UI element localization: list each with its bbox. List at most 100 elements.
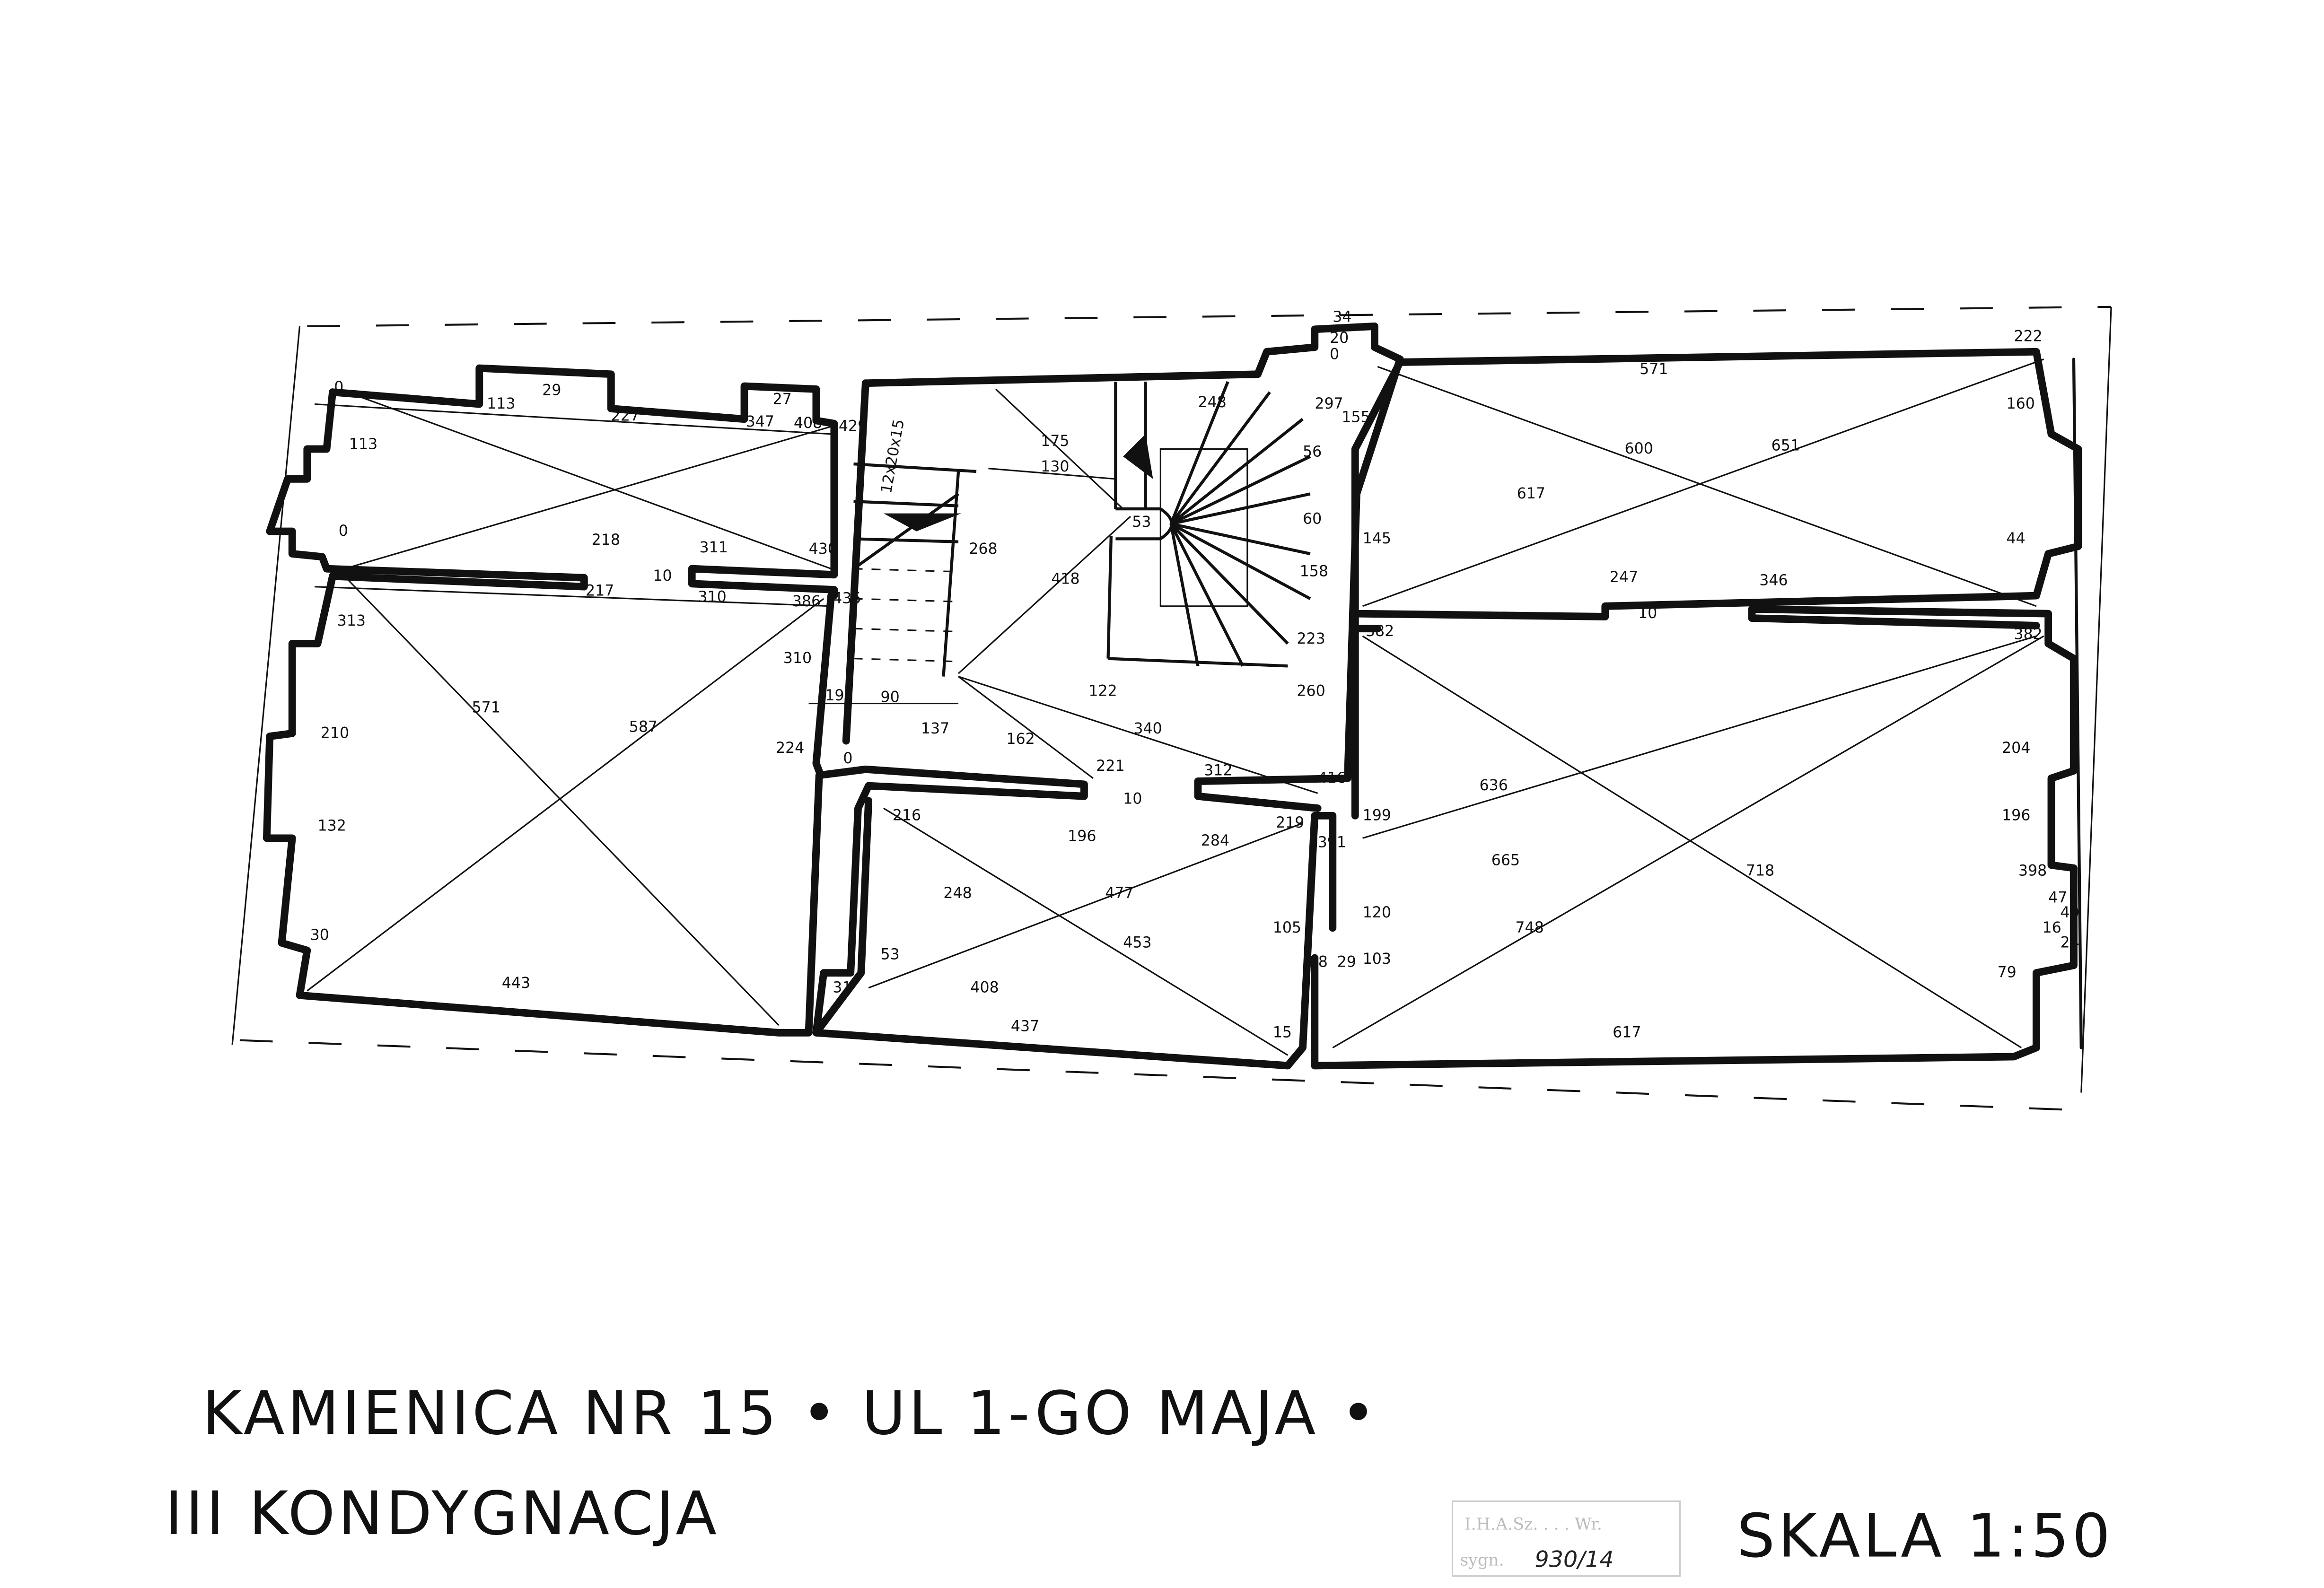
dim-label: 398 xyxy=(2018,862,2047,879)
dim-label: 10 xyxy=(653,567,672,585)
dim-label: 204 xyxy=(2002,740,2030,757)
dim-label: 311 xyxy=(700,539,728,556)
measurement-lines xyxy=(307,358,2044,1056)
dim-label: 10 xyxy=(1123,791,1142,808)
dim-label: 382 xyxy=(1366,623,1394,640)
dim-label: 346 xyxy=(1759,572,1788,589)
dim-label: 248 xyxy=(1198,394,1226,411)
dim-label: 443 xyxy=(502,975,530,992)
dim-label: 137 xyxy=(921,720,949,737)
dim-label: 53 xyxy=(1132,514,1151,531)
dim-label: 651 xyxy=(1772,437,1800,454)
dim-label: 0 xyxy=(339,523,348,540)
dim-label: 20 xyxy=(1330,330,1349,347)
dim-label: 10 xyxy=(1638,605,1657,622)
dim-label: 429 xyxy=(839,418,867,435)
dim-label: 120 xyxy=(1363,904,1391,921)
dim-label: 56 xyxy=(1303,443,1322,460)
dim-label: 19 xyxy=(825,687,844,704)
dim-label: 435 xyxy=(833,590,861,607)
dim-label: 16 xyxy=(2042,919,2061,936)
dim-label: 636 xyxy=(1479,777,1508,794)
dim-label: 15 xyxy=(1273,1024,1292,1041)
dim-label: 430 xyxy=(809,541,837,558)
staircase xyxy=(852,381,1311,677)
dim-label: 0 xyxy=(1330,346,1339,363)
dim-label: 617 xyxy=(1613,1024,1641,1041)
dim-label: 40 xyxy=(2060,904,2079,921)
dim-label: 113 xyxy=(487,395,515,412)
dim-label: 416 xyxy=(1318,769,1346,786)
dim-label: 221 xyxy=(1096,758,1124,775)
dim-label: 718 xyxy=(1746,862,1774,879)
dim-label: 113 xyxy=(349,436,377,453)
title-line-1: KAMIENICA NR 15 • UL 1-GO MAJA • xyxy=(202,1378,1379,1448)
dim-label: 60 xyxy=(1303,511,1322,528)
stamp-sygn-label: sygn. xyxy=(1460,1551,1504,1570)
dim-label: 122 xyxy=(1088,683,1117,700)
title-block: KAMIENICA NR 15 • UL 1-GO MAJA • III KON… xyxy=(165,1378,2114,1571)
dim-label: 587 xyxy=(629,719,658,736)
dim-label: 386 xyxy=(792,593,821,610)
dim-label: 47 xyxy=(2048,889,2067,906)
dim-label: 79 xyxy=(1998,964,2017,981)
stair-spec-label: 12x20x15 xyxy=(878,418,908,495)
dim-label: 103 xyxy=(1363,951,1391,968)
dim-label: 347 xyxy=(746,413,774,430)
dim-label: 31 xyxy=(833,979,851,996)
dim-label: 160 xyxy=(2007,395,2035,412)
dim-label: 418 xyxy=(1051,570,1079,587)
dim-label: 748 xyxy=(1515,919,1543,936)
dim-label: 453 xyxy=(1123,934,1151,951)
dim-label: 216 xyxy=(893,807,921,824)
dim-label: 391 xyxy=(1318,834,1346,851)
dim-label: 196 xyxy=(1068,828,1096,845)
dim-label: 24 xyxy=(2060,934,2079,951)
walls xyxy=(263,323,2083,1070)
dim-label: 44 xyxy=(2007,530,2026,547)
dim-label: 27 xyxy=(773,391,792,408)
dim-label: 53 xyxy=(880,946,899,963)
dim-label: 210 xyxy=(321,724,349,742)
dim-label: 105 xyxy=(1273,919,1301,936)
dim-label: 0 xyxy=(843,750,852,767)
dim-label: 313 xyxy=(337,612,366,629)
dim-label: 0 xyxy=(334,379,343,396)
dim-label: 219 xyxy=(1276,814,1304,831)
dim-label: 145 xyxy=(1363,530,1391,547)
dim-label: 162 xyxy=(1006,731,1035,748)
dim-label: 223 xyxy=(1297,630,1325,647)
dim-label: 158 xyxy=(1300,563,1328,580)
dim-label: 227 xyxy=(611,407,640,424)
dim-label: 132 xyxy=(317,818,346,835)
dim-label: 297 xyxy=(1315,395,1343,412)
dim-label: 130 xyxy=(1041,458,1069,475)
dim-label: 217 xyxy=(586,583,614,600)
dim-label: 437 xyxy=(1011,1018,1039,1035)
dim-label: 268 xyxy=(969,541,997,558)
dim-label: 30 xyxy=(310,927,329,944)
dim-label: 600 xyxy=(1624,440,1653,457)
scale-label: SKALA 1:50 xyxy=(1737,1501,2114,1571)
dim-label: 175 xyxy=(1041,433,1069,450)
dim-label: 340 xyxy=(1133,720,1162,737)
dim-label: 408 xyxy=(794,415,822,432)
dim-label: 571 xyxy=(1640,361,1668,378)
dim-label: 29 xyxy=(1337,954,1356,971)
dim-label: 310 xyxy=(783,650,812,667)
archive-stamp: I.H.A.Sz. . . . Wr. sygn. 930/14 xyxy=(1451,1500,1681,1577)
dim-label: 155 xyxy=(1342,409,1370,426)
dim-label: 310 xyxy=(698,588,726,605)
dim-label: 260 xyxy=(1297,683,1325,700)
stamp-sygn-value: 930/14 xyxy=(1535,1547,1614,1573)
dim-label: 665 xyxy=(1491,852,1520,869)
stamp-institution: I.H.A.Sz. . . . Wr. xyxy=(1465,1515,1602,1534)
property-boundary xyxy=(231,305,2112,1112)
dim-label: 284 xyxy=(1201,832,1229,849)
dim-label: 29 xyxy=(542,382,561,399)
dim-label: 224 xyxy=(776,740,804,757)
dim-label: 90 xyxy=(880,689,899,706)
dim-label: 199 xyxy=(1363,807,1391,824)
dim-label: 218 xyxy=(592,532,620,549)
